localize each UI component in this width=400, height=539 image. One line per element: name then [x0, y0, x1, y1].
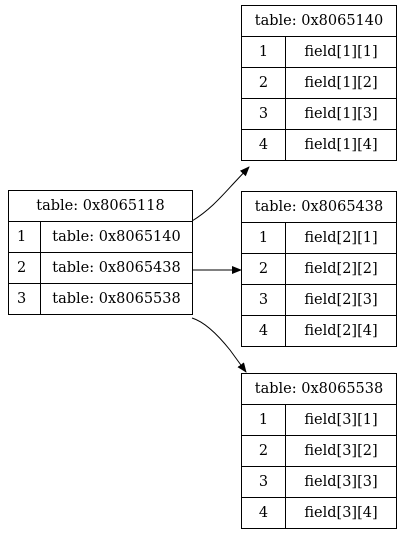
table-row: 1 field[2][1]: [241, 222, 398, 254]
row-index: 3: [241, 466, 286, 498]
row-value: table: 0x8065438: [39, 252, 194, 284]
child-table-header: table: 0x8065438: [240, 191, 398, 223]
row-value: field[1][3]: [284, 98, 398, 130]
row-value: field[1][4]: [284, 129, 398, 161]
table-row: 2 field[2][2]: [241, 253, 398, 285]
child-table-header: table: 0x8065538: [240, 373, 398, 405]
row-value: field[2][2]: [284, 253, 398, 285]
table-row: 3 table: 0x8065538: [8, 283, 194, 315]
table-row: 1 table: 0x8065140: [8, 221, 194, 253]
parent-table-title: table: 0x8065118: [7, 190, 194, 222]
row-index: 1: [241, 222, 286, 254]
table-row: 4 field[1][4]: [241, 129, 398, 161]
row-value: table: 0x8065140: [39, 221, 194, 253]
child-table-2: table: 0x8065438 1 field[2][1] 2 field[2…: [240, 191, 398, 347]
table-row: 3 field[3][3]: [241, 466, 398, 498]
table-row: 2 field[3][2]: [241, 435, 398, 467]
row-index: 3: [241, 284, 286, 316]
table-row: 3 field[2][3]: [241, 284, 398, 316]
child-table-title: table: 0x8065140: [240, 5, 398, 37]
row-index: 1: [8, 221, 41, 253]
row-value: field[2][1]: [284, 222, 398, 254]
row-index: 2: [241, 253, 286, 285]
child-table-title: table: 0x8065538: [240, 373, 398, 405]
parent-table: table: 0x8065118 1 table: 0x8065140 2 ta…: [7, 190, 194, 315]
table-row: 4 field[2][4]: [241, 315, 398, 347]
row-index: 3: [8, 283, 41, 315]
child-table-3: table: 0x8065538 1 field[3][1] 2 field[3…: [240, 373, 398, 529]
table-row: 2 table: 0x8065438: [8, 252, 194, 284]
row-value: table: 0x8065538: [39, 283, 194, 315]
row-index: 2: [241, 435, 286, 467]
row-value: field[3][3]: [284, 466, 398, 498]
row-value: field[2][4]: [284, 315, 398, 347]
child-table-header: table: 0x8065140: [240, 5, 398, 37]
table-row: 1 field[1][1]: [241, 36, 398, 68]
table-row: 1 field[3][1]: [241, 404, 398, 436]
parent-table-header: table: 0x8065118: [7, 190, 194, 222]
child-table-title: table: 0x8065438: [240, 191, 398, 223]
row-index: 1: [241, 36, 286, 68]
row-index: 4: [241, 497, 286, 529]
child-table-1: table: 0x8065140 1 field[1][1] 2 field[1…: [240, 5, 398, 161]
row-index: 2: [8, 252, 41, 284]
edge-row3-to-table3: [191, 317, 247, 373]
table-row: 2 field[1][2]: [241, 67, 398, 99]
row-value: field[3][4]: [284, 497, 398, 529]
row-index: 4: [241, 315, 286, 347]
table-row: 4 field[3][4]: [241, 497, 398, 529]
row-index: 4: [241, 129, 286, 161]
row-index: 1: [241, 404, 286, 436]
table-row: 3 field[1][3]: [241, 98, 398, 130]
row-value: field[3][1]: [284, 404, 398, 436]
row-value: field[2][3]: [284, 284, 398, 316]
row-index: 3: [241, 98, 286, 130]
row-value: field[1][1]: [284, 36, 398, 68]
row-index: 2: [241, 67, 286, 99]
row-value: field[3][2]: [284, 435, 398, 467]
row-value: field[1][2]: [284, 67, 398, 99]
